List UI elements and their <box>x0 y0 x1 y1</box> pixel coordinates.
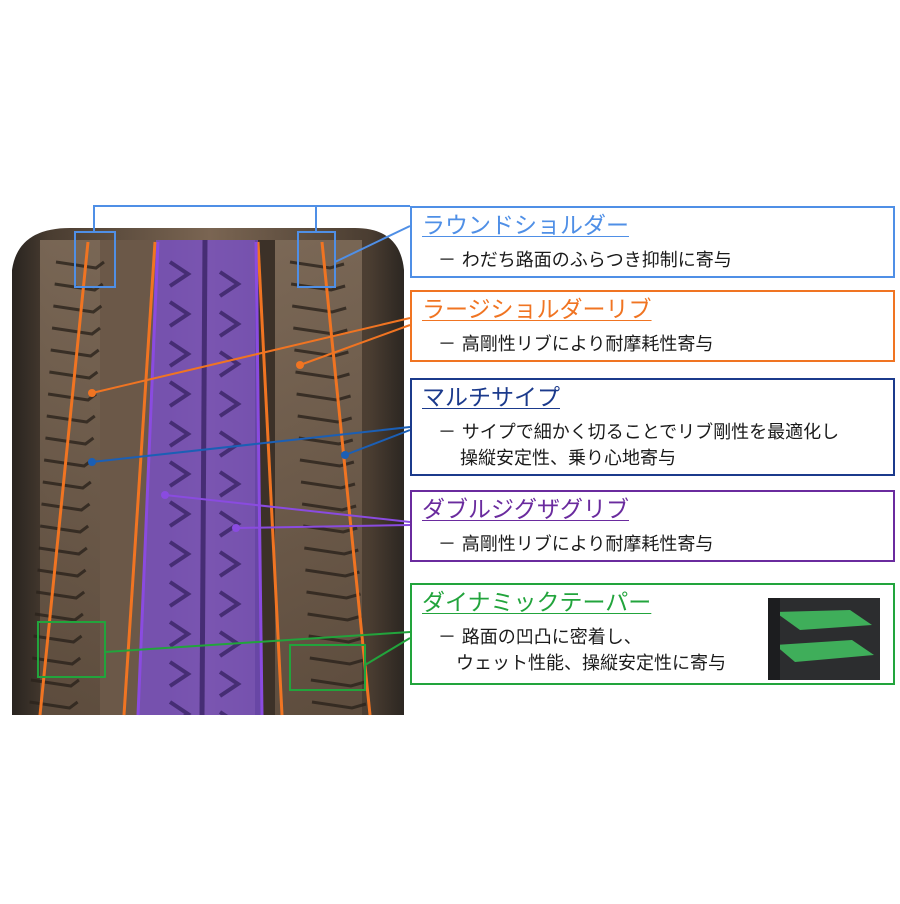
tread-groove <box>37 568 87 578</box>
tread-groove <box>34 612 84 622</box>
tread-groove <box>309 656 365 666</box>
leader-zigzag-right <box>235 524 411 529</box>
tread-groove <box>289 260 345 270</box>
shoulder-rib-left-inner <box>122 241 157 716</box>
tread-groove <box>301 502 357 512</box>
zigzag-rib-left-edge <box>136 241 160 716</box>
zigzag-groove <box>168 260 242 298</box>
callout-large-shoulder-rib: ラージショルダーリブ － 高剛性リブにより耐摩耗性寄与 <box>410 290 895 362</box>
dynamic-taper-desc-2: ウェット性能、操縦安定性に寄与 <box>456 653 726 674</box>
zigzag-groove <box>168 380 242 418</box>
multi-sipe-desc-1: － サイプで細かく切ることでリブ剛性を最適化し <box>438 422 840 443</box>
round-shoulder-desc: － わだち路面のふらつき抑制に寄与 <box>438 250 732 271</box>
leader-large-shoulder-right <box>299 324 411 366</box>
tread-groove <box>50 348 100 358</box>
tread-groove <box>293 326 348 336</box>
tread-groove <box>291 304 347 314</box>
leader-multi-sipe-right <box>344 429 411 456</box>
dynamic-taper-desc-1: － 路面の凹凸に密着し、 <box>438 627 642 648</box>
tread-groove <box>299 458 355 468</box>
tread-groove <box>310 678 366 688</box>
multi-sipe-title: マルチサイプ <box>422 385 560 411</box>
leader-dynamic-taper-right <box>364 637 411 666</box>
tread-groove <box>311 700 367 710</box>
dynamic-taper-marker-left <box>37 621 106 678</box>
tread-groove <box>306 590 361 600</box>
callout-double-zigzag-rib: ダブルジグザグリブ － 高剛性リブにより耐摩耗性寄与 <box>410 490 895 562</box>
large-shoulder-rib-title: ラージショルダーリブ <box>422 297 652 323</box>
tread-groove <box>298 436 354 446</box>
zigzag-groove <box>168 540 242 578</box>
round-shoulder-title: ラウンドショルダー <box>422 213 629 239</box>
tread-groove <box>46 414 96 424</box>
zigzag-groove <box>168 700 242 715</box>
leader-dynamic-taper-left <box>104 631 411 653</box>
callout-round-shoulder: ラウンドショルダー － わだち路面のふらつき抑制に寄与 <box>410 206 895 278</box>
dynamic-taper-marker-right <box>289 644 366 691</box>
tread-groove <box>300 480 356 490</box>
zigzag-groove <box>168 460 242 498</box>
tread-groove <box>45 436 95 446</box>
zigzag-groove <box>168 340 242 378</box>
zigzag-groove <box>168 660 242 698</box>
zigzag-rib-right-edge <box>254 241 264 716</box>
dynamic-taper-title: ダイナミックテーパー <box>422 590 652 616</box>
tread-groove <box>297 414 353 424</box>
tread-groove <box>35 590 86 600</box>
zigzag-groove <box>168 580 242 618</box>
leader-multi-sipe-left <box>91 426 411 463</box>
callout-dynamic-taper: ダイナミックテーパー － 路面の凹凸に密着し、 ウェット性能、操縦安定性に寄与 <box>410 583 895 685</box>
callout-multi-sipe: マルチサイプ － サイプで細かく切ることでリブ剛性を最適化し 操縦安定性、乗り心… <box>410 378 895 476</box>
tread-groove <box>53 304 103 314</box>
leader-zigzag-left <box>164 494 411 523</box>
tread-groove <box>42 480 92 490</box>
leader-large-shoulder-left <box>91 317 411 394</box>
tread-groove <box>55 260 105 270</box>
large-shoulder-rib-desc: － 高剛性リブにより耐摩耗性寄与 <box>438 334 714 355</box>
zigzag-groove <box>168 420 242 458</box>
leader-round-shoulder <box>93 205 410 232</box>
double-zigzag-rib-title: ダブルジグザグリブ <box>422 497 629 523</box>
dynamic-taper-inset-image <box>768 598 880 680</box>
multi-sipe-desc-2: 操縦安定性、乗り心地寄与 <box>460 448 676 469</box>
leader-round-shoulder-3 <box>334 225 411 263</box>
tread-groove <box>307 612 363 622</box>
shoulder-rib-left-outer <box>38 241 90 716</box>
tread-groove <box>49 370 99 380</box>
tread-groove <box>29 700 79 710</box>
tread-groove <box>51 326 101 336</box>
double-zigzag-rib-desc: － 高剛性リブにより耐摩耗性寄与 <box>438 534 714 555</box>
zigzag-groove <box>168 300 242 338</box>
tread-groove <box>38 546 88 556</box>
tread-groove <box>39 524 90 534</box>
tread-groove <box>41 502 91 512</box>
shoulder-rib-right-inner <box>256 241 284 716</box>
shoulder-rib-right-outer <box>320 241 372 716</box>
zigzag-groove <box>168 500 242 538</box>
